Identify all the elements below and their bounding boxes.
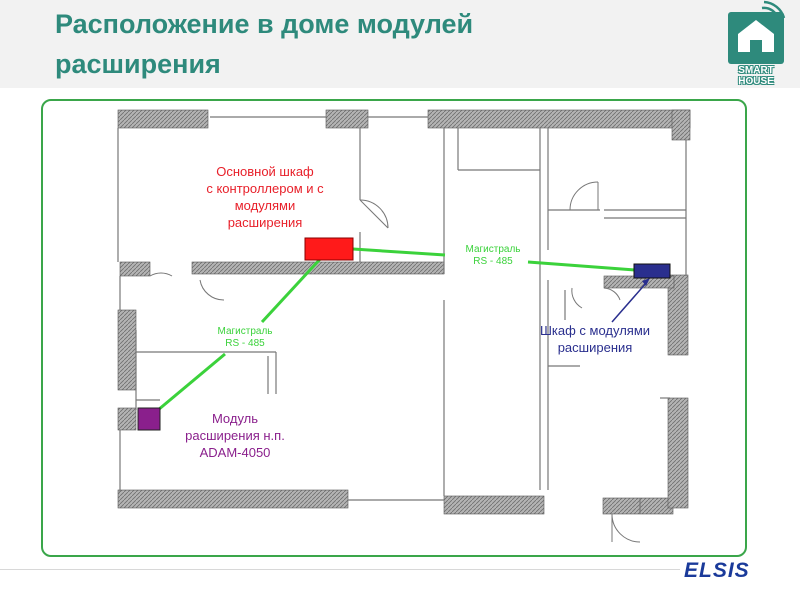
- trunk-label-right: Магистраль RS - 485: [465, 244, 521, 267]
- header-bar: Расположение в доме модулей расширения S…: [0, 0, 800, 88]
- title-line-1: Расположение в доме модулей: [55, 9, 474, 39]
- expansion-module-label: Модуль расширения н.п. ADAM-4050: [185, 411, 285, 460]
- house-icon: [728, 0, 786, 64]
- main-cabinet-label: Основной шкаф с контроллером и с модулям…: [206, 164, 324, 230]
- smart-house-logo: SMART HOUSE: [722, 0, 790, 87]
- expansion-cabinet-label: Шкаф с модулями расширения: [539, 323, 651, 355]
- main-cabinet: [304, 237, 354, 261]
- rs485-bus: [157, 247, 636, 412]
- logo-text-smart: SMART: [738, 65, 774, 76]
- plan-frame: [41, 99, 747, 557]
- trunk-label-left: Магистраль RS - 485: [217, 326, 273, 349]
- page-title: Расположение в доме модулей расширения: [55, 4, 675, 84]
- footer-divider: [0, 569, 680, 570]
- title-line-2: расширения: [55, 49, 221, 79]
- cabinet-pointer: [611, 278, 650, 323]
- expansion-cabinet: [633, 263, 671, 279]
- expansion-module: [137, 407, 161, 431]
- walls: [117, 109, 691, 515]
- doors: [149, 181, 641, 543]
- elsis-logo-text: ELSIS: [684, 559, 750, 582]
- logo-text-house: HOUSE: [738, 76, 774, 87]
- elsis-logo: ELSIS: [684, 560, 780, 582]
- partitions: [117, 116, 687, 514]
